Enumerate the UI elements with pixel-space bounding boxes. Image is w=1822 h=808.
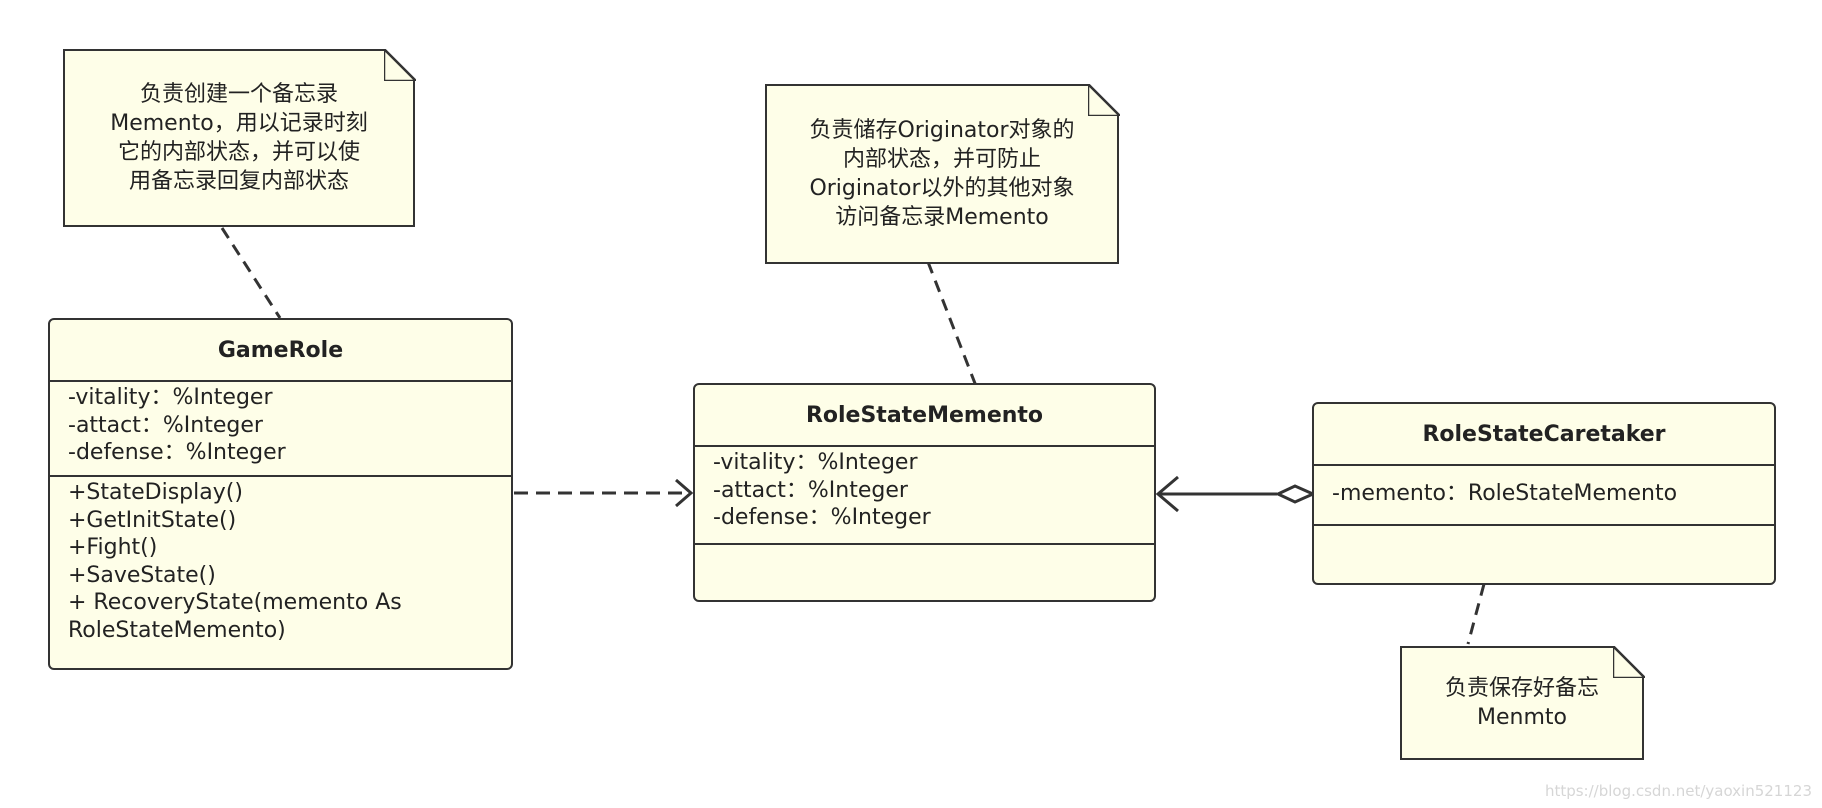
class-rolestatememento[interactable]: RoleStateMemento -vitality：%Integer -att… [693, 383, 1156, 602]
class-operations [1314, 526, 1774, 528]
class-attributes: -memento：RoleStateMemento [1314, 466, 1774, 526]
note-fold-icon [383, 48, 416, 81]
note-line: 负责储存Originator对象的 [809, 118, 1075, 143]
aggregation-diamond [1274, 484, 1317, 504]
note-link-memento [926, 261, 978, 387]
note-line: Menmto [1477, 705, 1567, 730]
operation: +SaveState() [68, 562, 216, 588]
class-operations [695, 545, 1154, 547]
attribute: -attact：%Integer [68, 412, 263, 438]
operation: RoleStateMemento) [68, 617, 286, 643]
class-attributes: -vitality：%Integer -attact：%Integer -def… [695, 447, 1154, 545]
operation: + RecoveryState(memento As [68, 590, 402, 615]
note-line: 负责保存好备忘 [1444, 676, 1599, 701]
class-attributes: -vitality：%Integer -attact：%Integer -def… [50, 382, 511, 477]
note-link-gamerole [220, 227, 282, 319]
note-line: 内部状态，并可防止 [842, 147, 1041, 172]
attribute: -vitality：%Integer [713, 450, 918, 475]
operation: +GetInitState() [68, 507, 237, 533]
class-operations: +StateDisplay() +GetInitState() +Fight()… [50, 477, 511, 644]
class-gamerole[interactable]: GameRole -vitality：%Integer -attact：%Int… [48, 318, 513, 670]
attribute: -memento：RoleStateMemento [1332, 481, 1678, 506]
class-name: GameRole [50, 320, 511, 382]
note-fold-icon [1087, 83, 1120, 116]
note-line: 负责创建一个备忘录 [139, 82, 338, 107]
class-name: RoleStateMemento [695, 385, 1154, 447]
note-memento: 负责储存Originator对象的 内部状态，并可防止 Originator以外… [765, 83, 1120, 264]
operation: +Fight() [68, 535, 158, 560]
class-rolestatecaretaker[interactable]: RoleStateCaretaker -memento：RoleStateMem… [1312, 402, 1776, 585]
dependency-arrowhead [675, 478, 694, 508]
watermark: https://blog.csdn.net/yaoxin521123 [1544, 782, 1812, 800]
attribute: -attact：%Integer [713, 477, 908, 503]
note-gamerole: 负责创建一个备忘录 Memento，用以记录时刻 它的内部状态，并可以使 用备忘… [63, 48, 416, 227]
attribute: -vitality：%Integer [68, 385, 273, 410]
note-link-caretaker [1466, 583, 1486, 645]
note-line: Memento，用以记录时刻 [110, 111, 368, 136]
note-line: Originator以外的其他对象 [809, 176, 1075, 201]
aggregation-arrowhead [1155, 475, 1179, 513]
class-name: RoleStateCaretaker [1314, 404, 1774, 466]
note-line: 它的内部状态，并可以使 [117, 140, 360, 165]
note-line: 用备忘录回复内部状态 [128, 169, 349, 194]
note-caretaker: 负责保存好备忘 Menmto [1400, 645, 1645, 760]
note-line: 访问备忘录Memento [835, 205, 1049, 230]
attribute: -defense：%Integer [68, 440, 286, 465]
note-fold-icon [1612, 645, 1645, 678]
attribute: -defense：%Integer [713, 505, 931, 530]
operation: +StateDisplay() [68, 480, 243, 505]
